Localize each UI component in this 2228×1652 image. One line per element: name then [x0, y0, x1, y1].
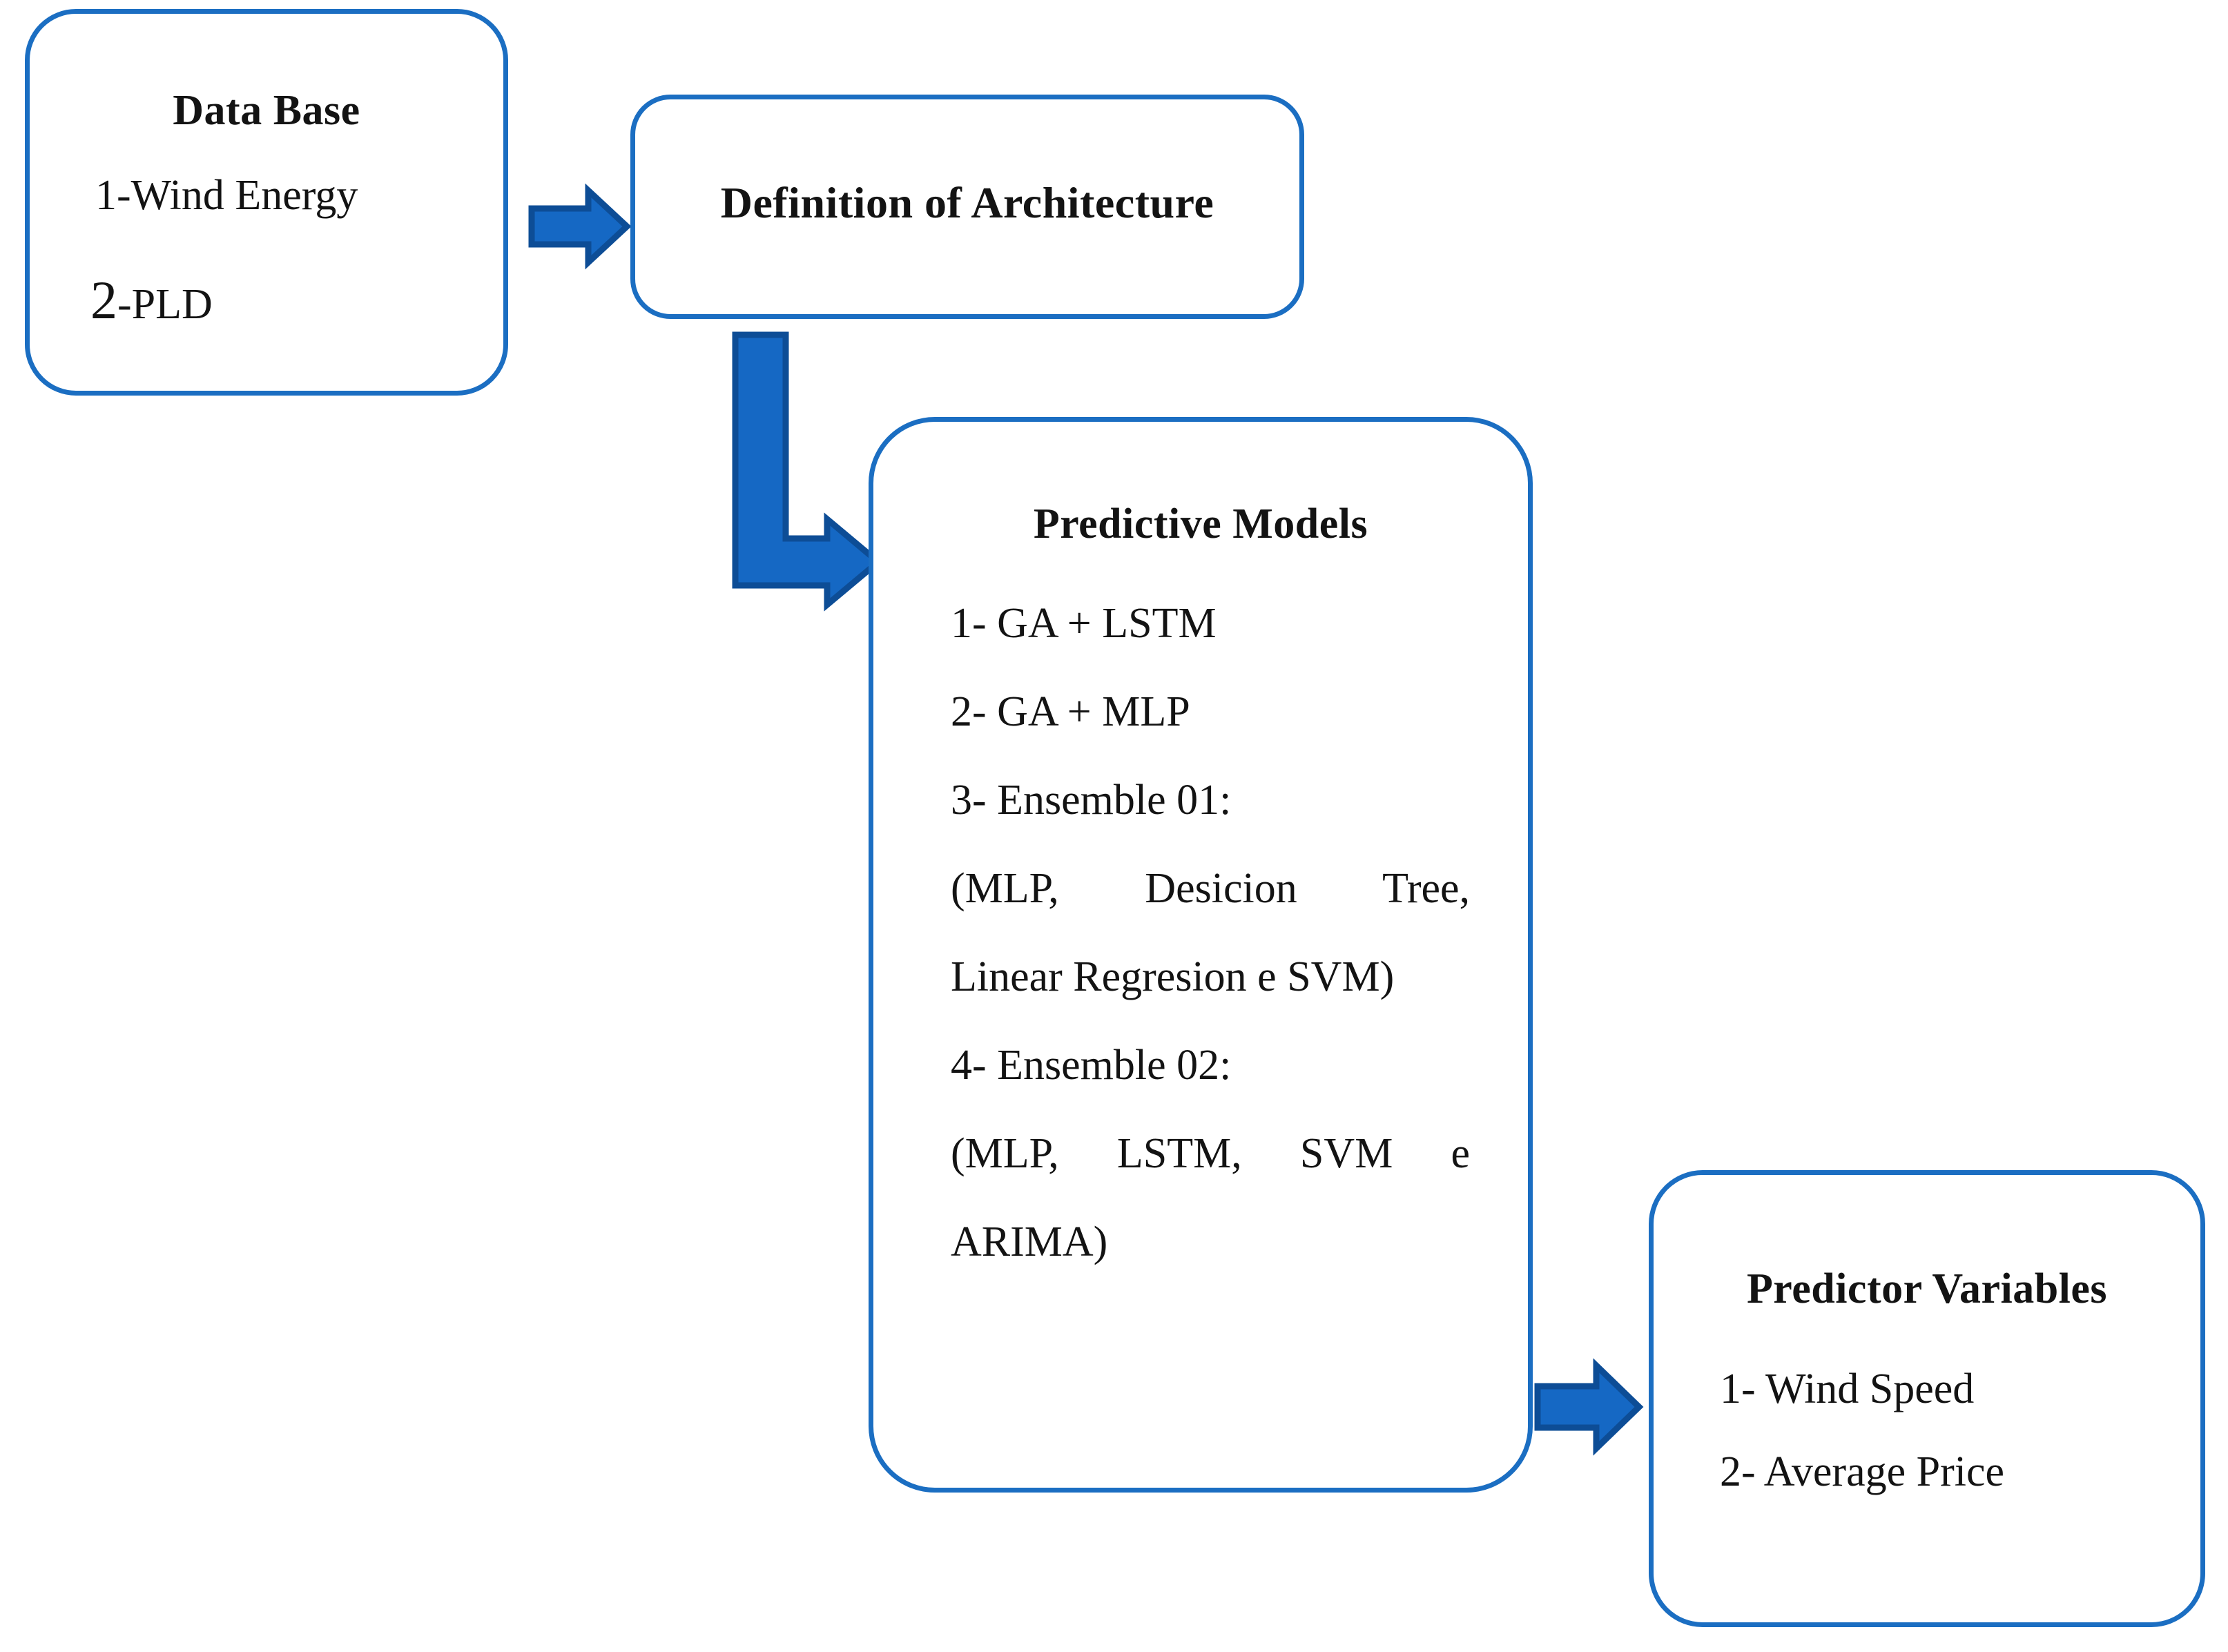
- predictor-variables-item-2: 2- Average Price: [1720, 1448, 2004, 1495]
- data-base-item-2-label: -PLD: [117, 281, 213, 328]
- predictive-models-item-4-detail-line-1: (MLP, LSTM, SVM e: [951, 1130, 1470, 1177]
- predictor-variables-list: 1- Wind Speed 2- Average Price: [1720, 1348, 2176, 1513]
- data-base-item-2-number: 2: [90, 270, 117, 330]
- node-definition-of-architecture[interactable]: Definition of Architecture: [630, 95, 1304, 319]
- predictor-variables-item-1: 1- Wind Speed: [1720, 1366, 1975, 1412]
- node-data-base[interactable]: Data Base 1-Wind Energy 2-PLD: [25, 9, 508, 396]
- predictive-models-item-3-detail-line-2: Linear Regresion e SVM): [951, 953, 1395, 1000]
- node-predictor-variables[interactable]: Predictor Variables 1- Wind Speed 2- Ave…: [1649, 1170, 2205, 1627]
- predictor-variables-title: Predictor Variables: [1746, 1265, 2108, 1312]
- predictive-models-item-4-detail-line-2: ARIMA): [951, 1218, 1108, 1265]
- data-base-item-2: 2-PLD: [90, 269, 213, 331]
- arrow-database-to-architecture: [528, 183, 632, 270]
- arrow-architecture-to-predictive-models: [732, 331, 884, 612]
- definition-of-architecture-title: Definition of Architecture: [720, 178, 1214, 227]
- predictive-models-item-2: 2- GA + MLP: [951, 688, 1190, 735]
- predictive-models-item-1: 1- GA + LSTM: [951, 600, 1217, 647]
- predictive-models-item-4: 4- Ensemble 02:: [951, 1042, 1232, 1089]
- data-base-title: Data Base: [173, 87, 360, 134]
- predictive-models-item-3: 3- Ensemble 01:: [951, 777, 1232, 824]
- predictive-models-title: Predictive Models: [1033, 501, 1368, 547]
- node-predictive-models[interactable]: Predictive Models 1- GA + LSTM 2- GA + M…: [869, 417, 1533, 1493]
- data-base-item-1: 1-Wind Energy: [95, 172, 358, 219]
- predictive-models-item-3-detail-line-1: (MLP, Desicion Tree,: [951, 865, 1470, 912]
- arrow-predictive-models-to-predictor-variables: [1534, 1358, 1644, 1456]
- predictive-models-list: 1- GA + LSTM 2- GA + MLP 3- Ensemble 01:…: [951, 579, 1470, 1286]
